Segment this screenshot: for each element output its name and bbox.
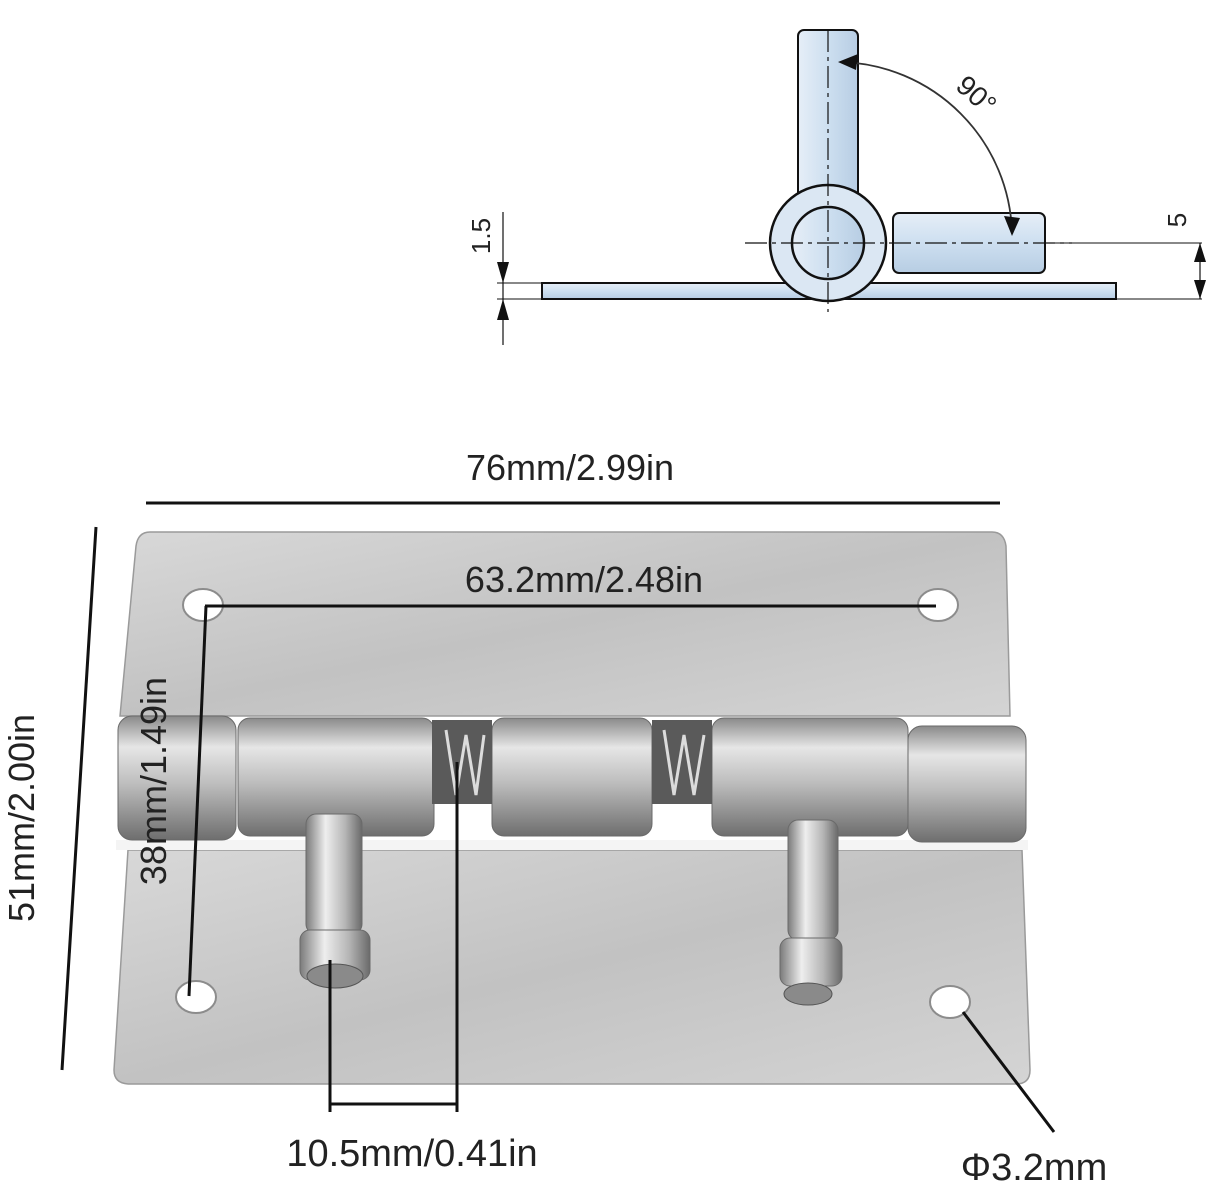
hole-spacing-height-label: 38mm/1.49in [133, 677, 174, 885]
barrel-right-knuckle [907, 725, 1027, 843]
dimension-annotations: 76mm/2.99in 63.2mm/2.48in 51mm/2.00in 38… [1, 447, 1107, 1186]
overall-width-label: 76mm/2.99in [466, 447, 674, 488]
overall-height-label: 51mm/2.00in [1, 714, 42, 922]
barrel-segment-3 [711, 717, 909, 837]
barrel-segment-2 [491, 717, 653, 837]
mounting-hole-bottom-left [175, 980, 217, 1014]
mounting-hole-bottom-right [929, 985, 971, 1019]
hole-diameter-leader [961, 1011, 1056, 1133]
hinge-lower-leaf [113, 849, 1031, 1085]
angle-label: 90° [950, 69, 1002, 120]
hinge-photo [113, 531, 1031, 1085]
hole-diameter-label: Φ3.2mm [961, 1147, 1107, 1186]
hole-spacing-width-label: 63.2mm/2.48in [465, 559, 703, 600]
spring-slot-2 [652, 720, 712, 804]
hole-spacing-height-line [187, 605, 208, 997]
thickness-label: 1.5 [466, 218, 496, 254]
hinge-upper-leaf [119, 531, 1011, 717]
spring-pin-left [299, 813, 371, 989]
height-label: 5 [1162, 213, 1192, 227]
barrel-left-knuckle [117, 715, 237, 841]
spring-pin-right [779, 819, 843, 1006]
angle-arc [841, 61, 1013, 233]
overall-height-line [60, 526, 98, 1071]
pin-spacing-label: 10.5mm/0.41in [286, 1133, 537, 1175]
side-view-drawing: 90° 1.5 5 [466, 29, 1206, 345]
